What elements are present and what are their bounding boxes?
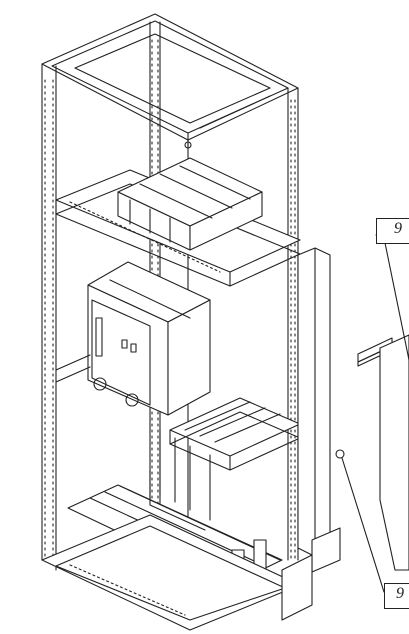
upper-busbar-support — [117, 141, 263, 251]
callout-top-box — [376, 218, 409, 244]
frame-base — [41, 514, 301, 631]
callout-bottom-label: 9 — [396, 585, 404, 602]
callout-top-label: 9 — [394, 220, 402, 237]
frame-top — [41, 13, 299, 149]
callout-bottom-box — [384, 583, 409, 609]
circuit-breaker — [87, 261, 211, 416]
side-bracket — [281, 247, 345, 621]
detached-bracket-part — [357, 334, 409, 571]
